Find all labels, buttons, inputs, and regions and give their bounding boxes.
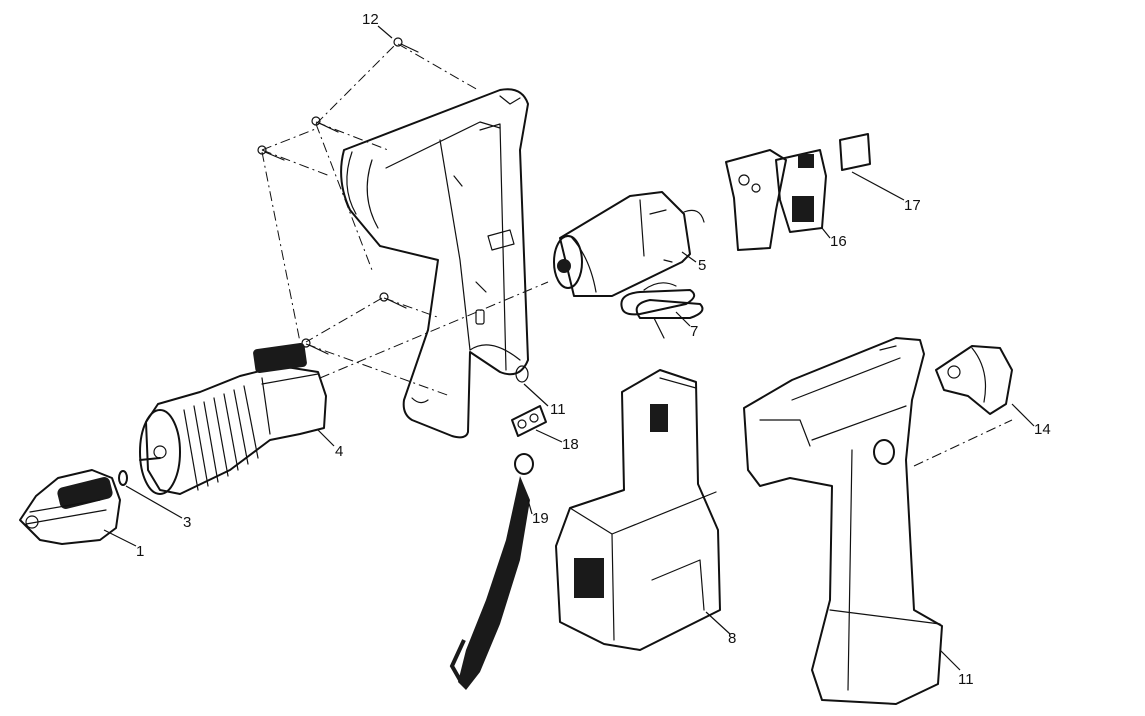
ring-part xyxy=(118,470,128,486)
callout-14: 14 xyxy=(1034,421,1051,438)
assembly-guide-lines xyxy=(261,43,1013,467)
chuck-part xyxy=(19,469,121,545)
gearbox-part xyxy=(139,343,327,495)
callout-3: 3 xyxy=(183,514,191,531)
callout-5: 5 xyxy=(698,257,706,274)
switch-part xyxy=(725,149,827,251)
callout-17: 17 xyxy=(904,197,921,214)
callout-12: 12 xyxy=(362,11,379,28)
callout-4: 4 xyxy=(335,443,343,460)
callout-16: 16 xyxy=(830,233,847,250)
belt-clip-part xyxy=(935,345,1013,415)
washer-part xyxy=(511,405,547,437)
battery-part xyxy=(555,369,721,651)
callout-8: 8 xyxy=(728,630,736,647)
handle-shell-part xyxy=(743,337,943,705)
callout-19: 19 xyxy=(532,510,549,527)
screw-part xyxy=(257,37,419,355)
callout-11-shell: 11 xyxy=(958,671,974,688)
wire-clip-part xyxy=(620,282,704,339)
callout-7: 7 xyxy=(690,323,698,340)
motor-part xyxy=(553,191,705,297)
callout-11-housing: 11 xyxy=(550,401,566,418)
label-part xyxy=(839,133,871,171)
leader-lines xyxy=(103,25,1035,671)
wrist-strap-part xyxy=(449,453,534,690)
callout-1: 1 xyxy=(136,543,144,560)
housing-half-part xyxy=(340,88,529,439)
callout-18: 18 xyxy=(562,436,579,453)
callout-labels: 12 1 3 4 5 7 11 18 19 16 17 14 8 11 xyxy=(136,11,1051,688)
